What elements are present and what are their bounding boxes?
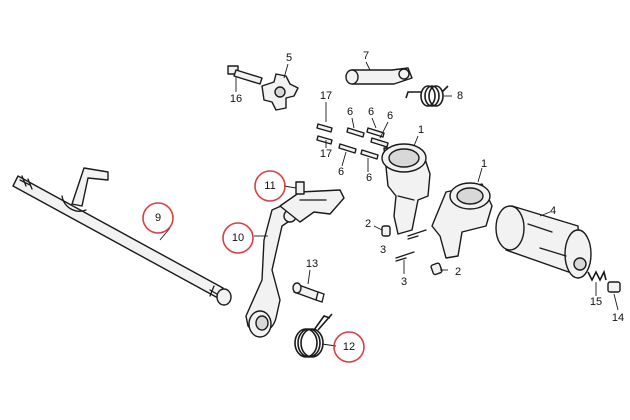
fork-shaft-pins bbox=[338, 127, 389, 160]
callout-1-right: 1 bbox=[481, 158, 487, 170]
shift-fork-left bbox=[381, 143, 431, 235]
cotter-pins bbox=[395, 229, 427, 262]
callout-6-d: 6 bbox=[338, 166, 344, 178]
callout-labels: 1 1 2 2 3 3 4 5 6 6 6 6 6 7 8 9 10 11 12… bbox=[155, 50, 624, 353]
gearshift-spindle bbox=[12, 167, 232, 306]
drum-stopper-plate bbox=[261, 73, 299, 111]
return-spring bbox=[294, 313, 333, 358]
stopper-spring bbox=[405, 85, 449, 107]
leader-lines bbox=[159, 61, 619, 347]
gearshift-arm bbox=[245, 201, 301, 338]
highlight-ring-10 bbox=[222, 222, 254, 254]
callout-15: 15 bbox=[590, 296, 602, 308]
highlight-ring-12 bbox=[333, 331, 365, 363]
callout-2-right: 2 bbox=[455, 266, 461, 278]
callout-9: 9 bbox=[155, 212, 161, 224]
shift-fork-right bbox=[431, 182, 493, 259]
callout-16: 16 bbox=[230, 93, 242, 105]
callout-8: 8 bbox=[457, 90, 463, 102]
callout-17-top: 17 bbox=[320, 90, 332, 102]
callout-6-b: 6 bbox=[368, 106, 374, 118]
stopper-bolt bbox=[227, 65, 263, 85]
highlight-ring-11 bbox=[254, 170, 286, 202]
callout-13: 13 bbox=[306, 258, 318, 270]
stopper-pin bbox=[292, 282, 325, 303]
stopper-arm bbox=[345, 67, 413, 85]
callout-17-bottom: 17 bbox=[320, 148, 332, 160]
callout-5: 5 bbox=[286, 52, 292, 64]
callout-1-left: 1 bbox=[418, 124, 424, 136]
callout-12: 12 bbox=[343, 341, 355, 353]
drum-plug bbox=[607, 281, 621, 293]
callout-3-lower: 3 bbox=[401, 276, 407, 288]
callout-6-a: 6 bbox=[347, 106, 353, 118]
callout-10: 10 bbox=[232, 232, 244, 244]
callout-6-e: 6 bbox=[366, 172, 372, 184]
callout-3-upper: 3 bbox=[380, 244, 386, 256]
callout-14: 14 bbox=[612, 312, 624, 324]
callout-7: 7 bbox=[363, 50, 369, 62]
highlight-rings bbox=[142, 170, 365, 363]
callout-4: 4 bbox=[550, 205, 556, 217]
callout-2-left: 2 bbox=[365, 218, 371, 230]
shift-drum bbox=[495, 205, 592, 279]
callout-6-c: 6 bbox=[387, 110, 393, 122]
fork-guide-pins bbox=[381, 225, 443, 276]
drum-spring bbox=[587, 269, 607, 282]
highlight-ring-9 bbox=[142, 202, 174, 234]
guide-pins bbox=[316, 123, 333, 145]
callout-11: 11 bbox=[264, 180, 275, 192]
